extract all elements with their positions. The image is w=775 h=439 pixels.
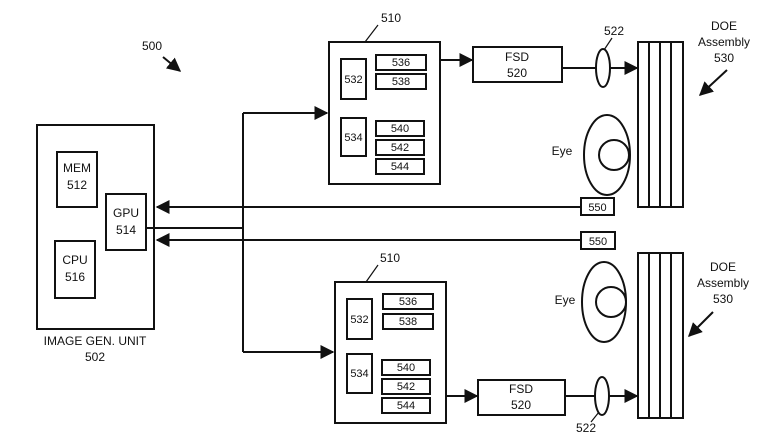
cpu-ref: 516 bbox=[65, 270, 85, 284]
top-sub-540-label: 540 bbox=[391, 123, 409, 135]
bottom-sub-532-label: 532 bbox=[350, 314, 368, 326]
image-gen-unit-ref: 502 bbox=[85, 350, 105, 364]
top-sub-536-label: 536 bbox=[392, 57, 410, 69]
top-sub-532-label: 532 bbox=[344, 74, 362, 86]
top-fsd-ref: 520 bbox=[507, 66, 527, 80]
bottom-fsd-label: FSD bbox=[509, 382, 533, 396]
figure-ref-arrow bbox=[162, 56, 182, 72]
top-sub-538-label: 538 bbox=[392, 76, 410, 88]
top-lens-icon bbox=[595, 48, 611, 88]
bottom-doe-assembly-icon bbox=[637, 252, 684, 419]
top-sub-542-box bbox=[375, 139, 425, 156]
bottom-doe-line1: DOE bbox=[710, 260, 736, 274]
top-module-ref: 510 bbox=[381, 11, 401, 25]
bottom-sub-540-box bbox=[381, 359, 431, 376]
top-sub-544-box bbox=[375, 158, 425, 175]
bottom-fsd-ref: 520 bbox=[511, 398, 531, 412]
top-doe-ref: 530 bbox=[714, 51, 734, 65]
bottom-sub-536-label: 536 bbox=[399, 296, 417, 308]
figure-ref-label: 500 bbox=[142, 39, 162, 53]
mem-ref: 512 bbox=[67, 178, 87, 192]
top-sub-540-box bbox=[375, 120, 425, 137]
bottom-eye-label: Eye bbox=[555, 293, 576, 307]
top-eye-label: Eye bbox=[552, 144, 573, 158]
top-sensor-box bbox=[580, 197, 615, 216]
bottom-lens-ref-leader bbox=[590, 411, 600, 423]
top-doe-line2: Assembly bbox=[698, 35, 750, 49]
top-doe-arrow bbox=[698, 69, 728, 96]
cpu-box bbox=[54, 240, 96, 299]
top-doe-line1: DOE bbox=[711, 19, 737, 33]
bottom-sub-534-label: 534 bbox=[350, 368, 368, 380]
bottom-eye-icon bbox=[581, 261, 627, 343]
top-fsd-box bbox=[472, 46, 563, 83]
top-lens-ref-leader bbox=[603, 37, 613, 51]
top-sub-544-label: 544 bbox=[391, 161, 409, 173]
gpu-ref: 514 bbox=[116, 223, 136, 237]
top-doe-assembly-icon bbox=[637, 41, 684, 208]
top-sub-534-box bbox=[340, 117, 367, 157]
top-fsd-label: FSD bbox=[505, 50, 529, 64]
bottom-module-ref-leader bbox=[365, 264, 379, 283]
bottom-sensor-label: 550 bbox=[589, 236, 607, 248]
top-sub-534-label: 534 bbox=[344, 132, 362, 144]
top-sub-532-box bbox=[340, 58, 367, 100]
top-sub-542-label: 542 bbox=[391, 142, 409, 154]
bottom-doe-ref: 530 bbox=[713, 292, 733, 306]
bottom-sub-536-box bbox=[382, 293, 434, 310]
bottom-sub-540-label: 540 bbox=[397, 362, 415, 374]
bottom-lens-ref: 522 bbox=[576, 421, 596, 435]
bottom-lens-icon bbox=[594, 376, 610, 416]
bottom-sub-532-box bbox=[346, 298, 373, 340]
image-gen-unit-title: IMAGE GEN. UNIT bbox=[44, 334, 147, 348]
mem-box bbox=[56, 151, 98, 208]
mem-label: MEM bbox=[63, 161, 91, 175]
cpu-label: CPU bbox=[62, 253, 87, 267]
top-sub-538-box bbox=[375, 73, 427, 90]
bottom-sub-538-label: 538 bbox=[399, 316, 417, 328]
bottom-sensor-box bbox=[580, 231, 616, 250]
bottom-sub-542-box bbox=[381, 378, 431, 395]
bottom-doe-arrow bbox=[688, 311, 714, 337]
top-sensor-label: 550 bbox=[588, 202, 606, 214]
bottom-module-ref: 510 bbox=[380, 251, 400, 265]
bottom-sub-542-label: 542 bbox=[397, 381, 415, 393]
top-lens-ref: 522 bbox=[604, 24, 624, 38]
bottom-doe-line2: Assembly bbox=[697, 276, 749, 290]
bottom-sub-534-box bbox=[346, 353, 373, 394]
bottom-sub-544-label: 544 bbox=[397, 400, 415, 412]
bottom-fsd-box bbox=[477, 379, 566, 416]
gpu-box bbox=[105, 193, 147, 251]
bottom-sub-544-box bbox=[381, 397, 431, 414]
bottom-sub-538-box bbox=[382, 313, 434, 330]
top-eye-icon bbox=[583, 114, 631, 196]
gpu-label: GPU bbox=[113, 206, 139, 220]
top-module-ref-leader bbox=[364, 24, 379, 43]
top-sub-536-box bbox=[375, 54, 427, 71]
